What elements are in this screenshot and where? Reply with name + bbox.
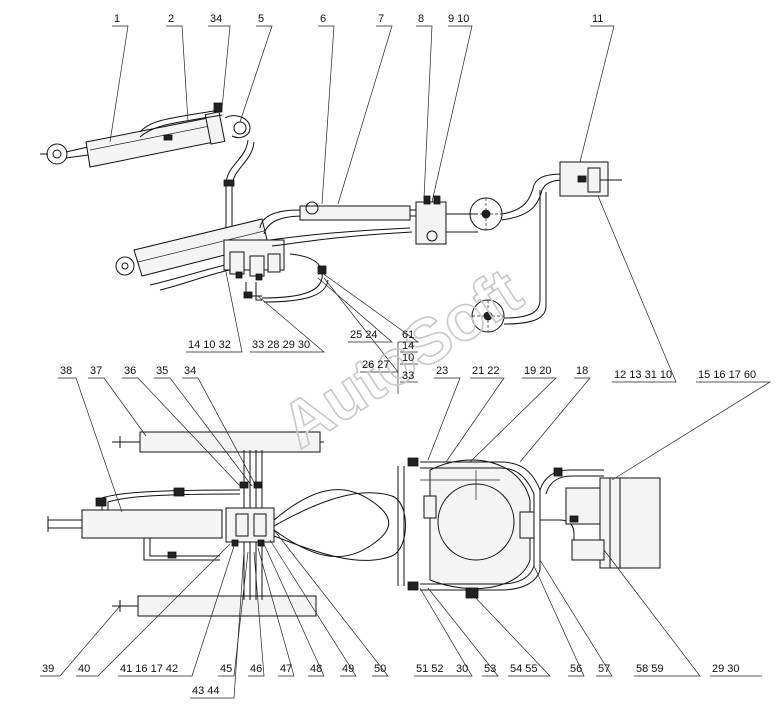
label-43-44: 43 44: [192, 685, 220, 697]
valve-block-cluster: [223, 239, 285, 301]
label-37: 37: [90, 365, 102, 377]
label-53: 53: [484, 663, 496, 675]
label-14-10-32: 14 10 32: [188, 339, 231, 351]
label-25-24: 25 24: [350, 329, 378, 341]
label-9-10: 9 10: [448, 13, 469, 25]
label-38: 38: [60, 365, 72, 377]
label-48: 48: [310, 663, 322, 675]
part-number-labels: 1 2 34 5 6 7 8 9 10 11 14 10 32 33 28 29…: [42, 13, 756, 697]
top-assembly: [40, 102, 622, 333]
label-45: 45: [220, 663, 232, 675]
long-pipes: [259, 201, 425, 247]
label-50: 50: [374, 663, 386, 675]
label-33-28-29-30: 33 28 29 30: [252, 339, 310, 351]
label-3-4: 34: [210, 13, 222, 25]
label-11: 11: [592, 13, 603, 25]
label-6: 6: [320, 13, 326, 25]
label-51-52: 51 52: [416, 663, 444, 675]
label-5: 5: [258, 13, 264, 25]
label-56: 56: [570, 663, 582, 675]
label-39: 39: [42, 663, 54, 675]
label-2: 2: [168, 13, 174, 25]
label-40: 40: [78, 663, 90, 675]
label-57: 57: [598, 663, 610, 675]
leader-lines: [40, 25, 772, 699]
pump-unit: [559, 161, 622, 197]
label-36: 36: [124, 365, 136, 377]
bottom-right-assembly: [397, 457, 661, 599]
label-61: 61: [402, 329, 414, 341]
label-12-13-31-10: 12 13 31 10: [614, 369, 672, 381]
label-26-27: 26 27: [362, 359, 390, 371]
coupling-upper: [469, 197, 503, 231]
label-29-30: 29 30: [712, 663, 740, 675]
label-46: 46: [250, 663, 262, 675]
coupling-lower: [471, 299, 505, 333]
label-7: 7: [378, 13, 384, 25]
label-21-22: 21 22: [472, 365, 500, 377]
label-34: 34: [184, 365, 196, 377]
label-15-16-17-60: 15 16 17 60: [698, 369, 756, 381]
label-54-55: 54 55: [510, 663, 538, 675]
label-49: 49: [342, 663, 354, 675]
label-33: 33: [402, 370, 414, 382]
label-19-20: 19 20: [524, 365, 552, 377]
label-47: 47: [280, 663, 292, 675]
label-41-16-17-42: 41 16 17 42: [120, 663, 178, 675]
label-14: 14: [402, 340, 414, 352]
label-1: 1: [114, 13, 120, 25]
control-valve: [415, 195, 478, 245]
label-8: 8: [418, 13, 424, 25]
label-58-59: 58 59: [636, 663, 664, 675]
label-30: 30: [456, 663, 468, 675]
label-35: 35: [156, 365, 168, 377]
bottom-left-assembly: [47, 431, 406, 617]
label-10: 10: [402, 352, 414, 364]
label-18: 18: [576, 365, 588, 377]
label-23: 23: [436, 365, 448, 377]
lift-cylinder-upper: [40, 102, 251, 168]
